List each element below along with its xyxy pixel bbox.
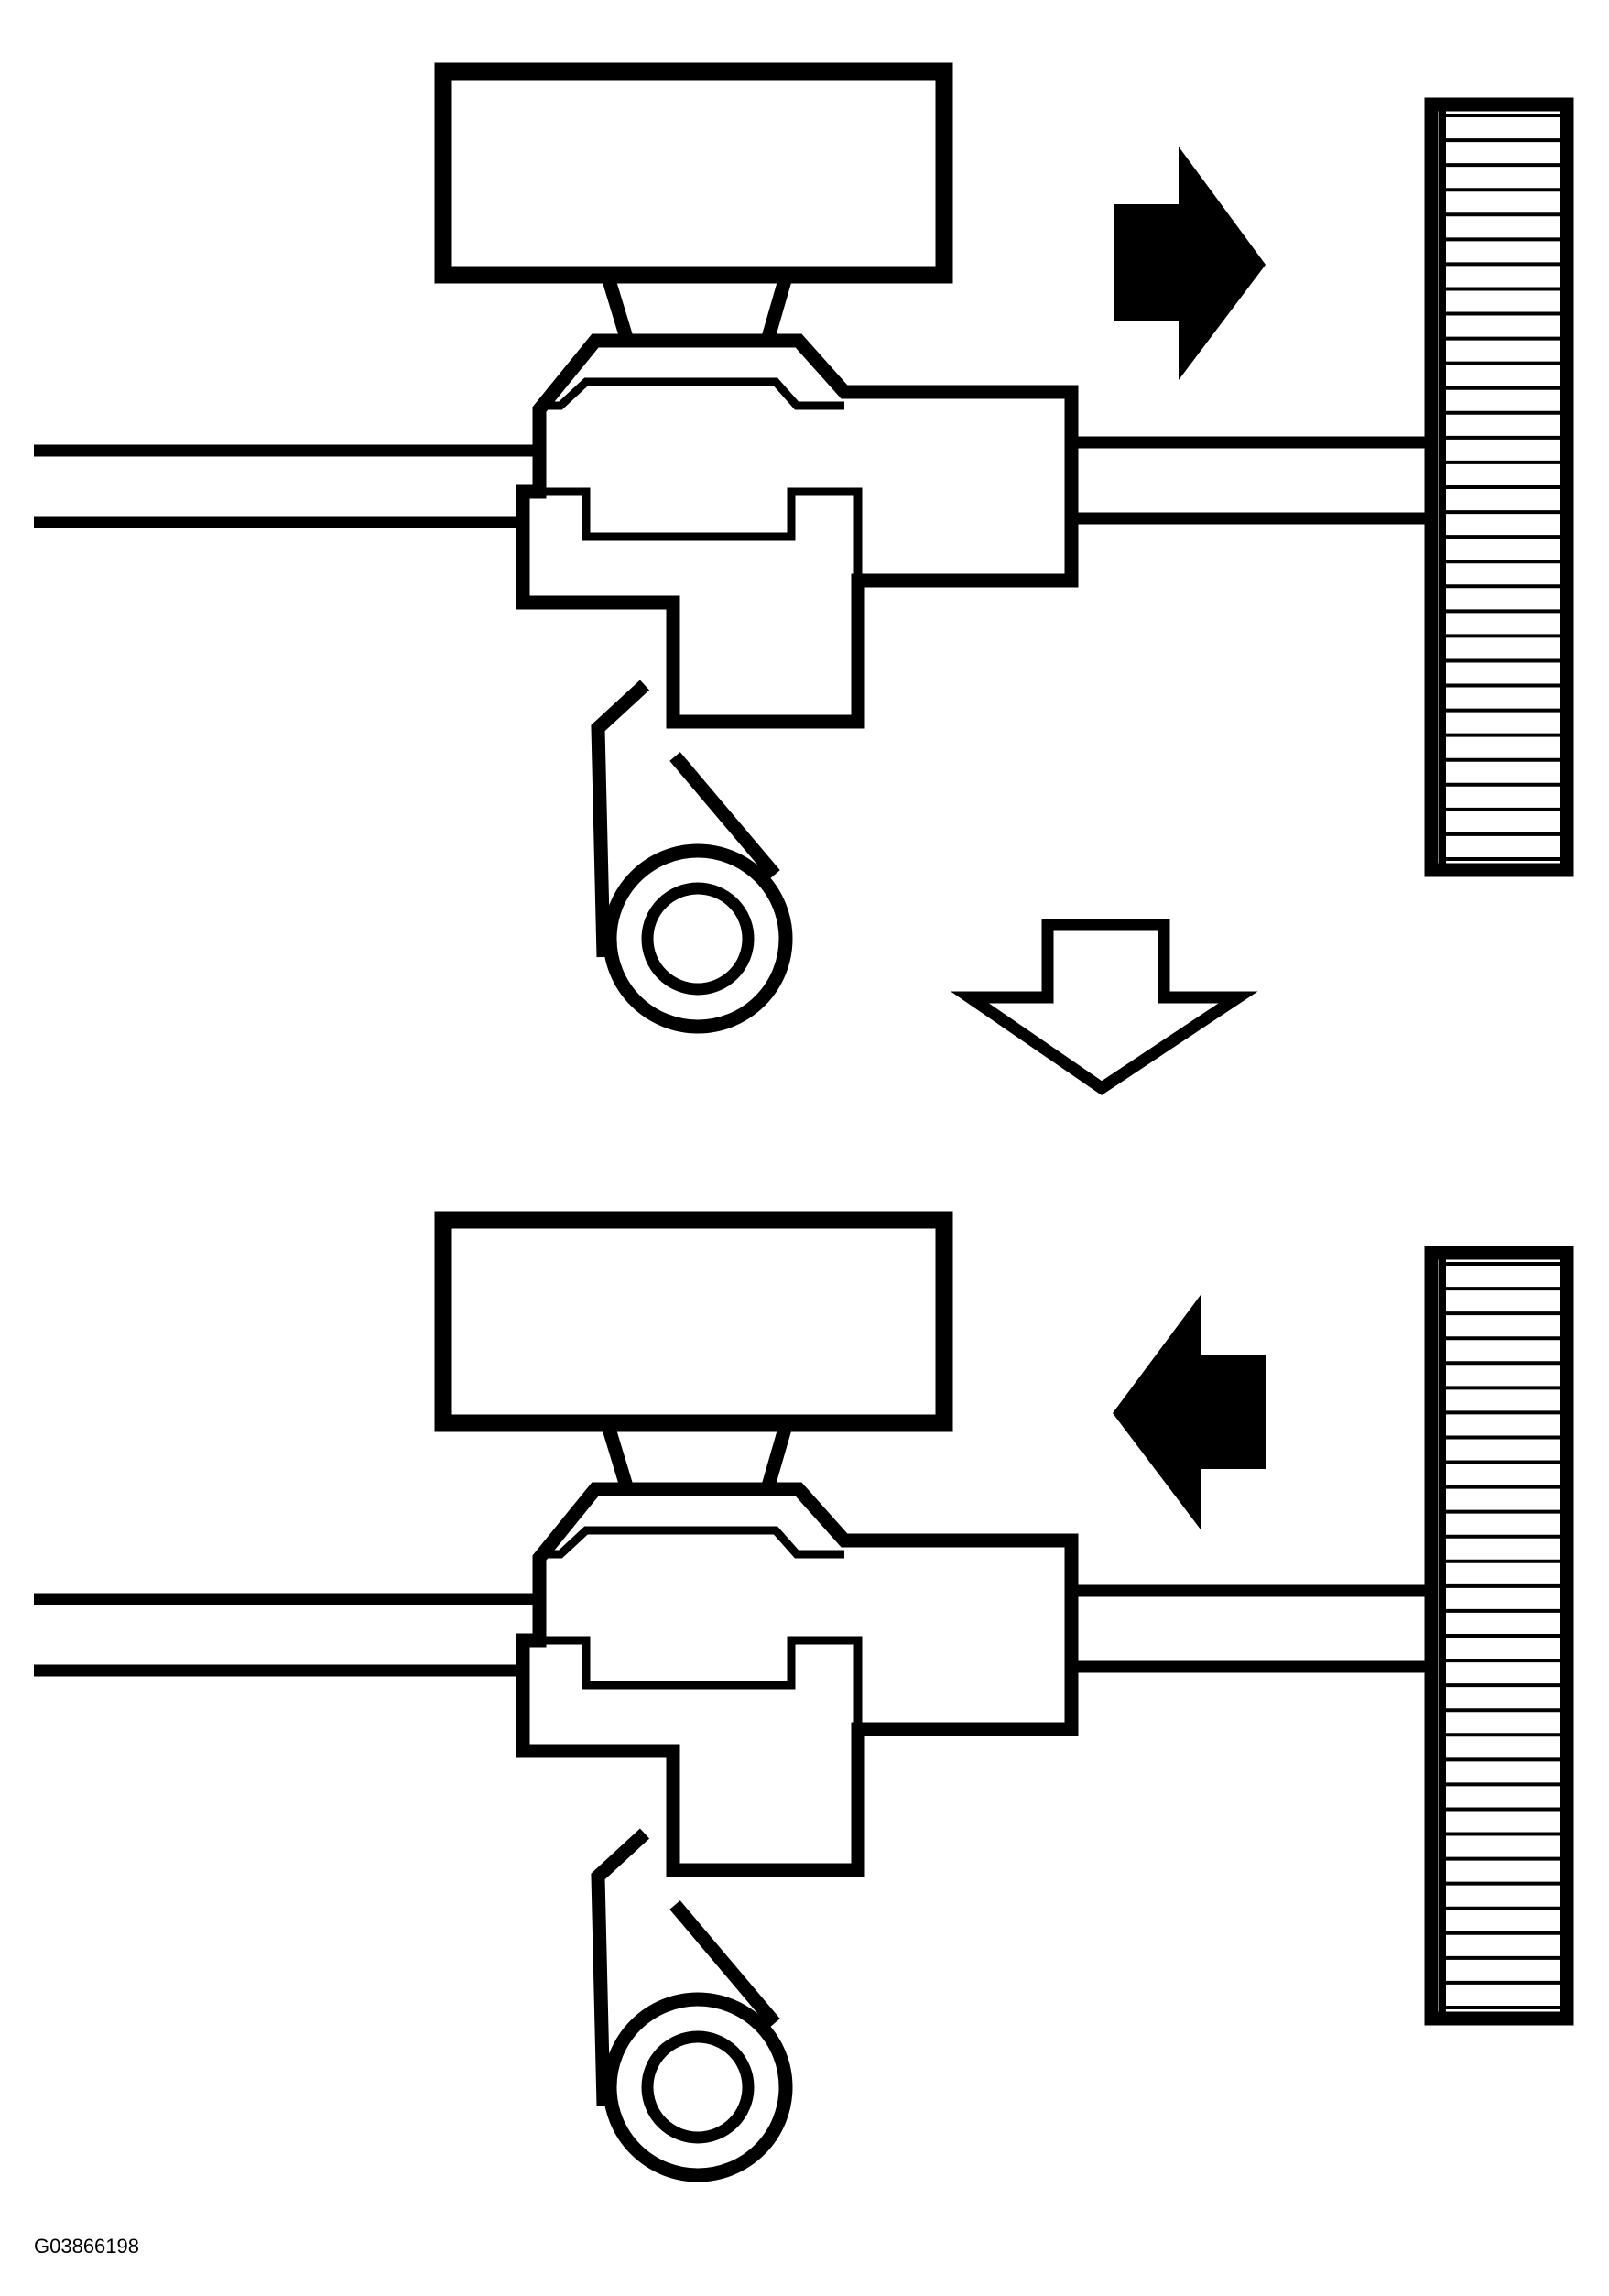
down-arrow-icon — [951, 919, 1258, 1095]
left-arrow-icon — [1113, 1295, 1266, 1529]
gear-teeth — [1442, 1262, 1561, 2009]
top-panel — [34, 71, 1574, 1027]
right-arrow-icon — [1114, 147, 1266, 380]
gear-teeth — [1442, 114, 1561, 861]
figure-id-label: G03866198 — [34, 2235, 139, 2258]
gear-rack — [1424, 97, 1574, 877]
bottom-panel — [34, 1220, 1574, 2175]
gear-rack — [1424, 1246, 1574, 2026]
